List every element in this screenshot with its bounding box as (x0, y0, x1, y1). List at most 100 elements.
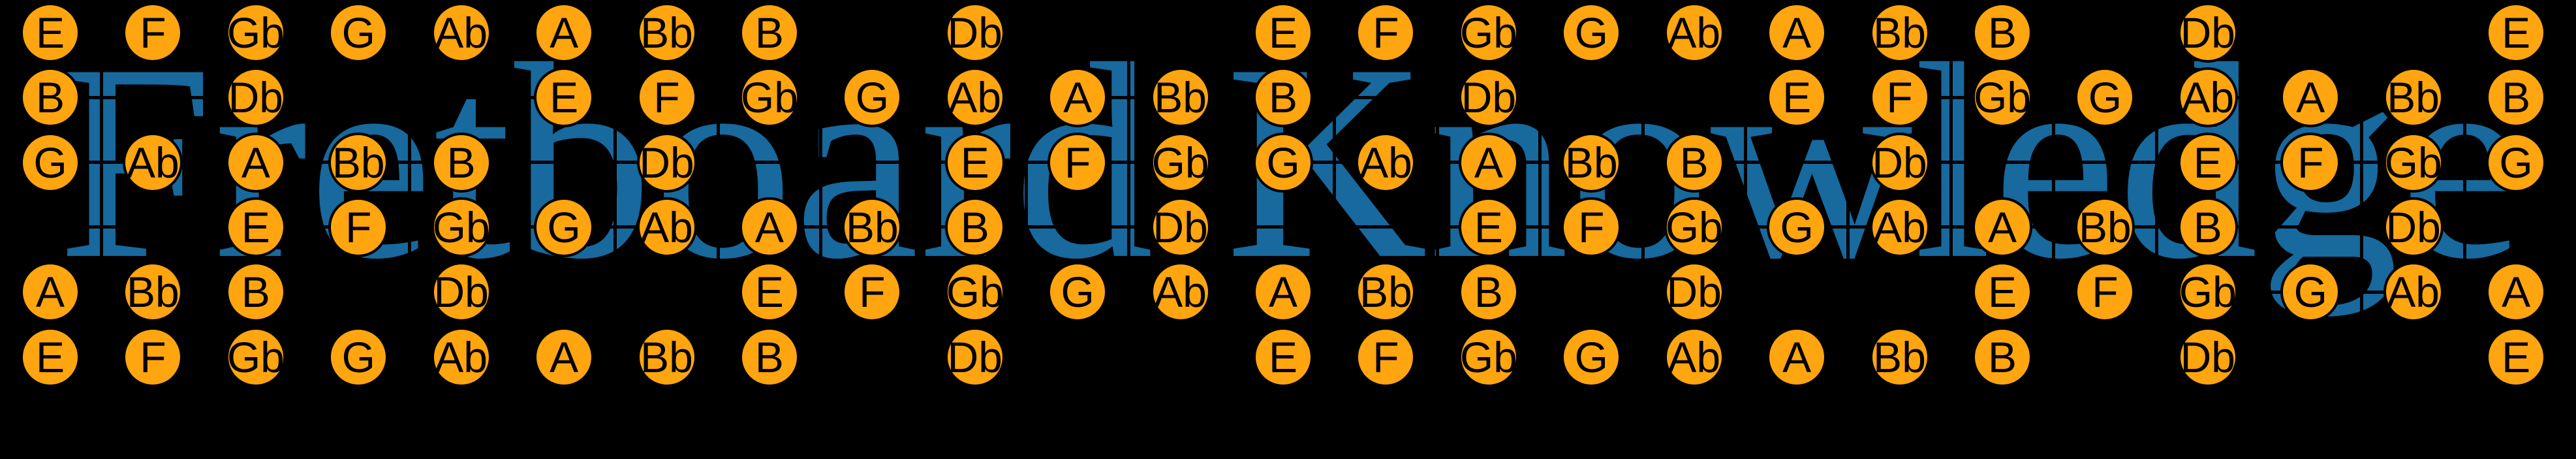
note-circle: Ab (1664, 3, 1724, 63)
note-circle: B (944, 197, 1005, 257)
note-circle: G (1561, 326, 1622, 387)
note-circle: Gb (1458, 3, 1519, 63)
note-circle: Gb (1150, 132, 1211, 193)
note-circle: A (2280, 67, 2341, 128)
note-circle: F (123, 326, 183, 387)
note-circle: Db (1150, 197, 1211, 257)
note-circle: F (123, 3, 183, 63)
note-circle: Bb (123, 262, 183, 323)
note-circle: Gb (1458, 326, 1519, 387)
fret-line (100, 31, 104, 358)
note-circle: Bb (2075, 197, 2135, 257)
note-circle: F (2280, 132, 2341, 193)
fret-line (2052, 31, 2056, 358)
note-circle: Ab (1664, 326, 1724, 387)
fret-line (1949, 31, 1953, 358)
fret-line (1641, 31, 1645, 358)
note-circle: G (328, 326, 389, 387)
note-circle: F (1869, 67, 1930, 128)
note-circle: B (1458, 262, 1519, 323)
note-circle: G (2075, 67, 2135, 128)
note-circle: G (534, 197, 595, 257)
note-circle: B (1972, 3, 2032, 63)
note-circle: B (2486, 67, 2547, 128)
note-circle: Ab (431, 326, 491, 387)
fret-line (510, 31, 514, 358)
note-circle: A (1458, 132, 1519, 193)
note-circle: G (1767, 197, 1827, 257)
note-circle: E (2177, 132, 2238, 193)
note-circle: B (431, 132, 491, 193)
note-circle: F (1356, 3, 1416, 63)
note-circle: Gb (2177, 262, 2238, 323)
note-circle: E (1253, 3, 1314, 63)
fret-line (716, 31, 720, 358)
note-circle: Ab (2383, 262, 2444, 323)
note-circle: B (1972, 326, 2032, 387)
fret-line (1230, 31, 1234, 358)
note-circle: Db (1664, 262, 1724, 323)
note-circle: F (328, 197, 389, 257)
fret-line (1127, 31, 1131, 358)
note-circle: Bb (1150, 67, 1211, 128)
fret-line (1743, 31, 1747, 358)
note-circle: Bb (2383, 67, 2444, 128)
note-circle: Gb (431, 197, 491, 257)
fret-line (2258, 31, 2261, 358)
note-circle: A (2486, 262, 2547, 323)
note-circle: Db (1458, 67, 1519, 128)
note-circle: Ab (944, 67, 1005, 128)
note-circle: E (20, 3, 80, 63)
note-circle: Db (2177, 326, 2238, 387)
fret-line (1024, 31, 1028, 358)
fret-line (2462, 31, 2466, 358)
fret-line (1846, 31, 1850, 358)
note-circle: F (636, 67, 697, 128)
note-circle: F (842, 262, 903, 323)
fret-line (1435, 31, 1439, 358)
note-circle: A (534, 326, 595, 387)
note-circle: G (1047, 262, 1108, 323)
note-circle: E (534, 67, 595, 128)
note-circle: Db (1869, 132, 1930, 193)
note-circle: Gb (944, 262, 1005, 323)
note-circle: E (1972, 262, 2032, 323)
note-circle: F (1047, 132, 1108, 193)
note-circle: A (20, 262, 80, 323)
note-circle: E (2486, 326, 2547, 387)
note-circle: Bb (1561, 132, 1622, 193)
note-circle: Gb (1664, 197, 1724, 257)
note-circle: E (1767, 67, 1827, 128)
note-circle: G (1561, 3, 1622, 63)
note-circle: Db (944, 326, 1005, 387)
note-circle: F (1561, 197, 1622, 257)
note-circle: F (2075, 262, 2135, 323)
note-circle: Bb (1869, 3, 1930, 63)
fret-line (613, 31, 617, 358)
note-circle: G (842, 67, 903, 128)
note-circle: A (1972, 197, 2032, 257)
note-circle: F (1356, 326, 1416, 387)
string-line (18, 225, 2551, 229)
note-circle: A (225, 132, 286, 193)
note-circle: A (534, 3, 595, 63)
note-circle: B (225, 262, 286, 323)
note-circle: Gb (739, 67, 799, 128)
note-circle: Ab (1356, 132, 1416, 193)
fret-line (1538, 31, 1542, 358)
note-circle: Ab (1869, 197, 1930, 257)
fret-line (2360, 31, 2364, 358)
fret-line (2154, 31, 2158, 358)
note-circle: G (20, 132, 80, 193)
note-circle: Ab (123, 132, 183, 193)
note-circle: A (1253, 262, 1314, 323)
note-circle: G (328, 3, 389, 63)
note-circle: E (1458, 197, 1519, 257)
note-circle: Db (431, 262, 491, 323)
note-circle: A (1767, 3, 1827, 63)
note-circle: G (2280, 262, 2341, 323)
note-circle: B (2177, 197, 2238, 257)
note-circle: A (1767, 326, 1827, 387)
